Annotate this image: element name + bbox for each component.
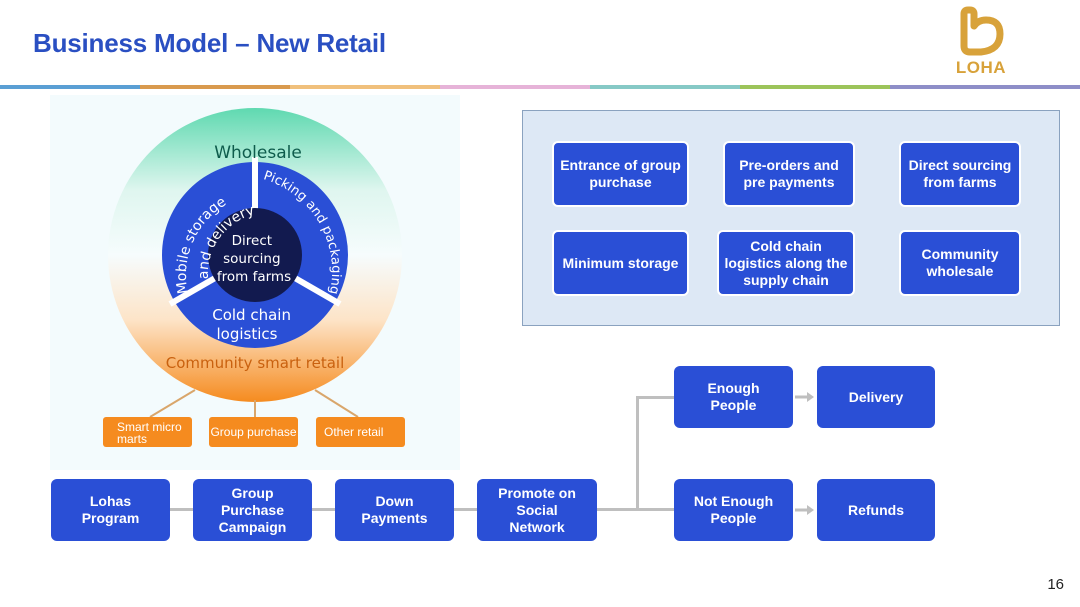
flow-step-promote-social: Promote on Social Network: [477, 479, 597, 541]
branch-condition-label: Enough People: [707, 380, 760, 413]
feature-label: Entrance of group purchase: [560, 157, 681, 190]
retail-tag-smart-micro-marts: Smart micro marts: [103, 417, 192, 447]
center-label-line: from farms: [217, 269, 291, 285]
retail-tag-group-purchase: Group purchase: [209, 417, 298, 447]
circle-diagram: Wholesale Community smart retail Direct …: [108, 108, 402, 418]
flow-step-group-purchase-campaign: Group Purchase Campaign: [193, 479, 312, 541]
wholesale-label: Wholesale: [214, 143, 302, 163]
branch-connector: [636, 396, 639, 511]
center-label-line: sourcing: [223, 251, 280, 267]
segment-bottom-label: Cold chain logistics: [212, 306, 296, 343]
feature-label: Cold chain logistics along the supply ch…: [724, 237, 848, 288]
feature-label: Community wholesale: [921, 246, 999, 279]
branch-outcome-label: Refunds: [848, 501, 904, 518]
flow-connector: [170, 508, 193, 511]
color-divider: [0, 85, 1080, 89]
flow-step-lohas-program: Lohas Program: [51, 479, 170, 541]
community-retail-label: Community smart retail: [166, 354, 345, 372]
business-model-diagram: Wholesale Community smart retail Direct …: [50, 95, 460, 470]
flow-step-down-payments: Down Payments: [335, 479, 454, 541]
flow-connector: [454, 508, 477, 511]
branch-condition-not-enough-people: Not Enough People: [674, 479, 793, 541]
divider-segment: [890, 85, 1080, 89]
center-label-line: Direct: [232, 233, 272, 249]
divider-segment: [140, 85, 290, 89]
divider-segment: [740, 85, 890, 89]
page-title: Business Model – New Retail: [33, 28, 386, 58]
retail-tag-label: Smart micro marts: [117, 420, 182, 446]
divider-segment: [290, 85, 440, 89]
divider-segment: [0, 85, 140, 89]
feature-label: Direct sourcing from farms: [908, 157, 1012, 190]
logo-text: LOHA: [955, 58, 1007, 77]
flow-step-label: Down Payments: [361, 493, 428, 526]
branch-condition-label: Not Enough People: [693, 493, 774, 526]
flow-connector: [312, 508, 335, 511]
feature-box: Cold chain logistics along the supply ch…: [717, 230, 855, 296]
segment-bottom-line: logistics: [217, 325, 278, 343]
branch-outcome-refunds: Refunds: [817, 479, 935, 541]
divider-segment: [590, 85, 740, 89]
branch-outcome-label: Delivery: [848, 388, 904, 405]
feature-box: Entrance of group purchase: [552, 141, 689, 207]
retail-tag-label: Other retail: [324, 425, 384, 439]
retail-tag-other-retail: Other retail: [316, 417, 405, 447]
feature-box: Pre-orders and pre payments: [723, 141, 855, 207]
flow-connector: [597, 508, 674, 511]
retail-tag-label: Group purchase: [210, 425, 297, 439]
branch-condition-enough-people: Enough People: [674, 366, 793, 428]
center-hub: [208, 208, 302, 302]
flow-step-label: Lohas Program: [81, 493, 140, 526]
divider-segment: [440, 85, 590, 89]
feature-label: Pre-orders and pre payments: [739, 157, 839, 190]
heart-logo-icon: [960, 6, 1004, 56]
features-panel: Entrance of group purchase Pre-orders an…: [522, 110, 1060, 326]
feature-box: Community wholesale: [899, 230, 1021, 296]
flow-step-label: Group Purchase Campaign: [218, 484, 287, 535]
branch-connector: [636, 396, 674, 399]
segment-bottom-line: Cold chain: [212, 306, 291, 324]
arrow-right-icon: [795, 505, 814, 515]
feature-box: Minimum storage: [552, 230, 689, 296]
branch-outcome-delivery: Delivery: [817, 366, 935, 428]
center-label: Direct sourcing from farms: [217, 233, 291, 285]
feature-box: Direct sourcing from farms: [899, 141, 1021, 207]
arrow-right-icon: [795, 392, 814, 402]
page-number: 16: [1047, 576, 1064, 593]
loha-logo: LOHA: [950, 6, 1012, 80]
tag-connector: [149, 389, 196, 418]
flow-step-label: Promote on Social Network: [498, 484, 576, 535]
tag-connector: [314, 389, 359, 418]
feature-label: Minimum storage: [562, 254, 679, 271]
